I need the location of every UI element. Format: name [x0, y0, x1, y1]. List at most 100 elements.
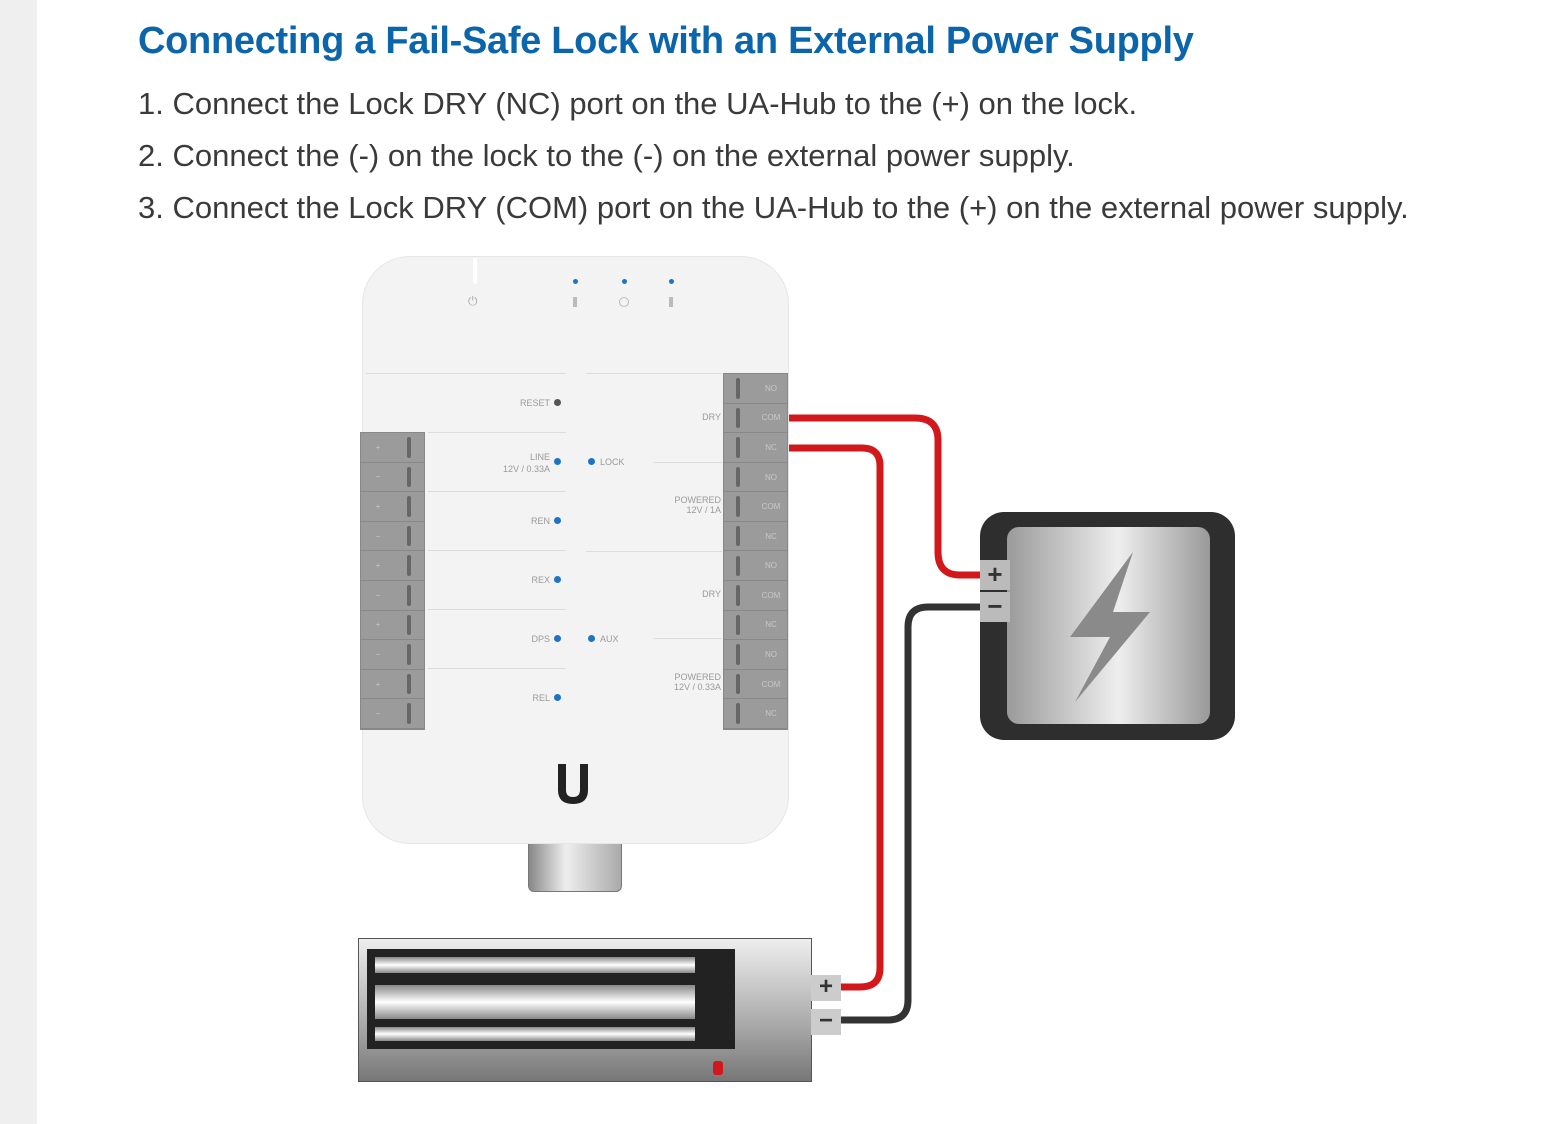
terminal-label: COM: [761, 413, 781, 423]
step-2: 2. Connect the (-) on the lock to the (-…: [138, 138, 1075, 173]
terminal-label: NC: [765, 442, 777, 452]
ubiquiti-logo: [552, 760, 594, 808]
page-title: Connecting a Fail-Safe Lock with an Exte…: [138, 20, 1194, 62]
rex-label: REX: [531, 575, 550, 585]
terminal-screw: [736, 466, 740, 488]
terminal-row: NO: [724, 552, 787, 582]
line-rating-label: 12V / 0.33A: [502, 464, 550, 474]
line-led: [554, 458, 561, 465]
rel-label: REL: [532, 693, 550, 703]
terminal-screw: [407, 466, 411, 488]
step-3: 3. Connect the Lock DRY (COM) port on th…: [138, 190, 1409, 225]
terminal-screw: [736, 585, 740, 606]
terminal-screw: [407, 437, 411, 458]
terminal-row: NO: [724, 463, 787, 493]
led-1: [573, 279, 578, 284]
lock-plus-terminal: +: [811, 975, 841, 1001]
terminal-row: +: [361, 492, 424, 522]
terminal-label: +: [375, 561, 381, 571]
right-terminal-block: NO COM NC NO COM NC NO COM NC NO COM NC: [723, 373, 788, 730]
psu-plus-terminal: +: [980, 560, 1010, 590]
ren-label: REN: [530, 516, 550, 526]
terminal-label: NC: [765, 531, 777, 541]
terminal-label: −: [375, 709, 381, 719]
lightning-icon: [1070, 552, 1150, 702]
black-wire-psu-to-lock: [838, 603, 982, 1024]
fail-safe-maglock: + −: [358, 938, 841, 1082]
steps-list: 1. Connect the Lock DRY (NC) port on the…: [138, 82, 1409, 238]
terminal-row: NC: [724, 699, 787, 729]
led-3: [669, 279, 674, 284]
terminal-row: −: [361, 581, 424, 611]
terminal-row: NC: [724, 611, 787, 641]
terminal-label: −: [375, 649, 381, 659]
lock-label: LOCK: [600, 457, 625, 467]
terminal-row: +: [361, 611, 424, 641]
terminal-label: COM: [761, 502, 781, 512]
step-1: 1. Connect the Lock DRY (NC) port on the…: [138, 86, 1138, 121]
terminal-label: COM: [761, 679, 781, 689]
terminal-screw: [736, 407, 740, 429]
psu-minus-terminal: −: [980, 592, 1010, 622]
terminal-screw: [407, 496, 411, 517]
terminal-row: COM: [724, 404, 787, 434]
terminal-row: NC: [724, 433, 787, 463]
ren-led: [554, 517, 561, 524]
terminal-screw: [407, 614, 411, 636]
terminal-label: +: [375, 442, 381, 452]
terminal-row: −: [361, 522, 424, 552]
terminal-label: +: [375, 679, 381, 689]
powered1-label: POWERED 12V / 1A: [674, 495, 721, 515]
terminal-screw: [736, 437, 740, 458]
left-gutter: [0, 0, 37, 1124]
terminal-label: −: [375, 531, 381, 541]
terminal-screw: [407, 525, 411, 547]
dps-label: DPS: [531, 634, 550, 644]
terminal-row: +: [361, 670, 424, 700]
terminal-label: +: [375, 620, 381, 630]
terminal-screw: [407, 585, 411, 606]
terminal-label: NO: [765, 383, 777, 393]
terminal-label: COM: [761, 590, 781, 600]
dry2-label: DRY: [702, 589, 721, 599]
terminal-row: NO: [724, 374, 787, 404]
terminal-screw: [736, 673, 740, 695]
aux-status-icon: [669, 297, 673, 307]
terminal-row: +: [361, 551, 424, 581]
terminal-screw: [736, 378, 740, 399]
terminal-screw: [736, 614, 740, 636]
external-power-supply: + −: [980, 512, 1235, 740]
lock-status-led: [713, 1061, 723, 1075]
terminal-row: +: [361, 433, 424, 463]
terminal-screw: [736, 644, 740, 665]
terminal-label: NO: [765, 650, 777, 660]
terminal-row: COM: [724, 670, 787, 700]
dry1-label: DRY: [702, 412, 721, 422]
red-wire-nc-to-lock: [787, 444, 884, 991]
hub-status-light: [473, 258, 477, 284]
hub-bottom-connector: [528, 838, 622, 892]
line-label: LINE: [529, 452, 550, 462]
terminal-label: NC: [765, 620, 777, 630]
terminal-screw: [736, 525, 740, 547]
lock-status-icon: [573, 297, 577, 307]
terminal-screw: [407, 555, 411, 576]
terminal-row: NO: [724, 640, 787, 670]
reset-button[interactable]: [554, 399, 561, 406]
terminal-label: +: [375, 501, 381, 511]
terminal-row: NC: [724, 522, 787, 552]
left-terminal-block: +−+−+−+−+−: [360, 432, 425, 730]
terminal-screw: [407, 644, 411, 665]
terminal-label: NO: [765, 561, 777, 571]
terminal-screw: [407, 673, 411, 695]
terminal-label: NC: [765, 709, 777, 719]
terminal-row: −: [361, 699, 424, 729]
aux-led: [588, 635, 595, 642]
powered2-label: POWERED 12V / 0.33A: [673, 672, 721, 692]
terminal-row: COM: [724, 581, 787, 611]
red-wire-com-to-psu: [787, 414, 982, 579]
lock-minus-terminal: −: [811, 1009, 841, 1035]
terminal-label: NO: [765, 472, 777, 482]
reset-label: RESET: [519, 398, 550, 408]
